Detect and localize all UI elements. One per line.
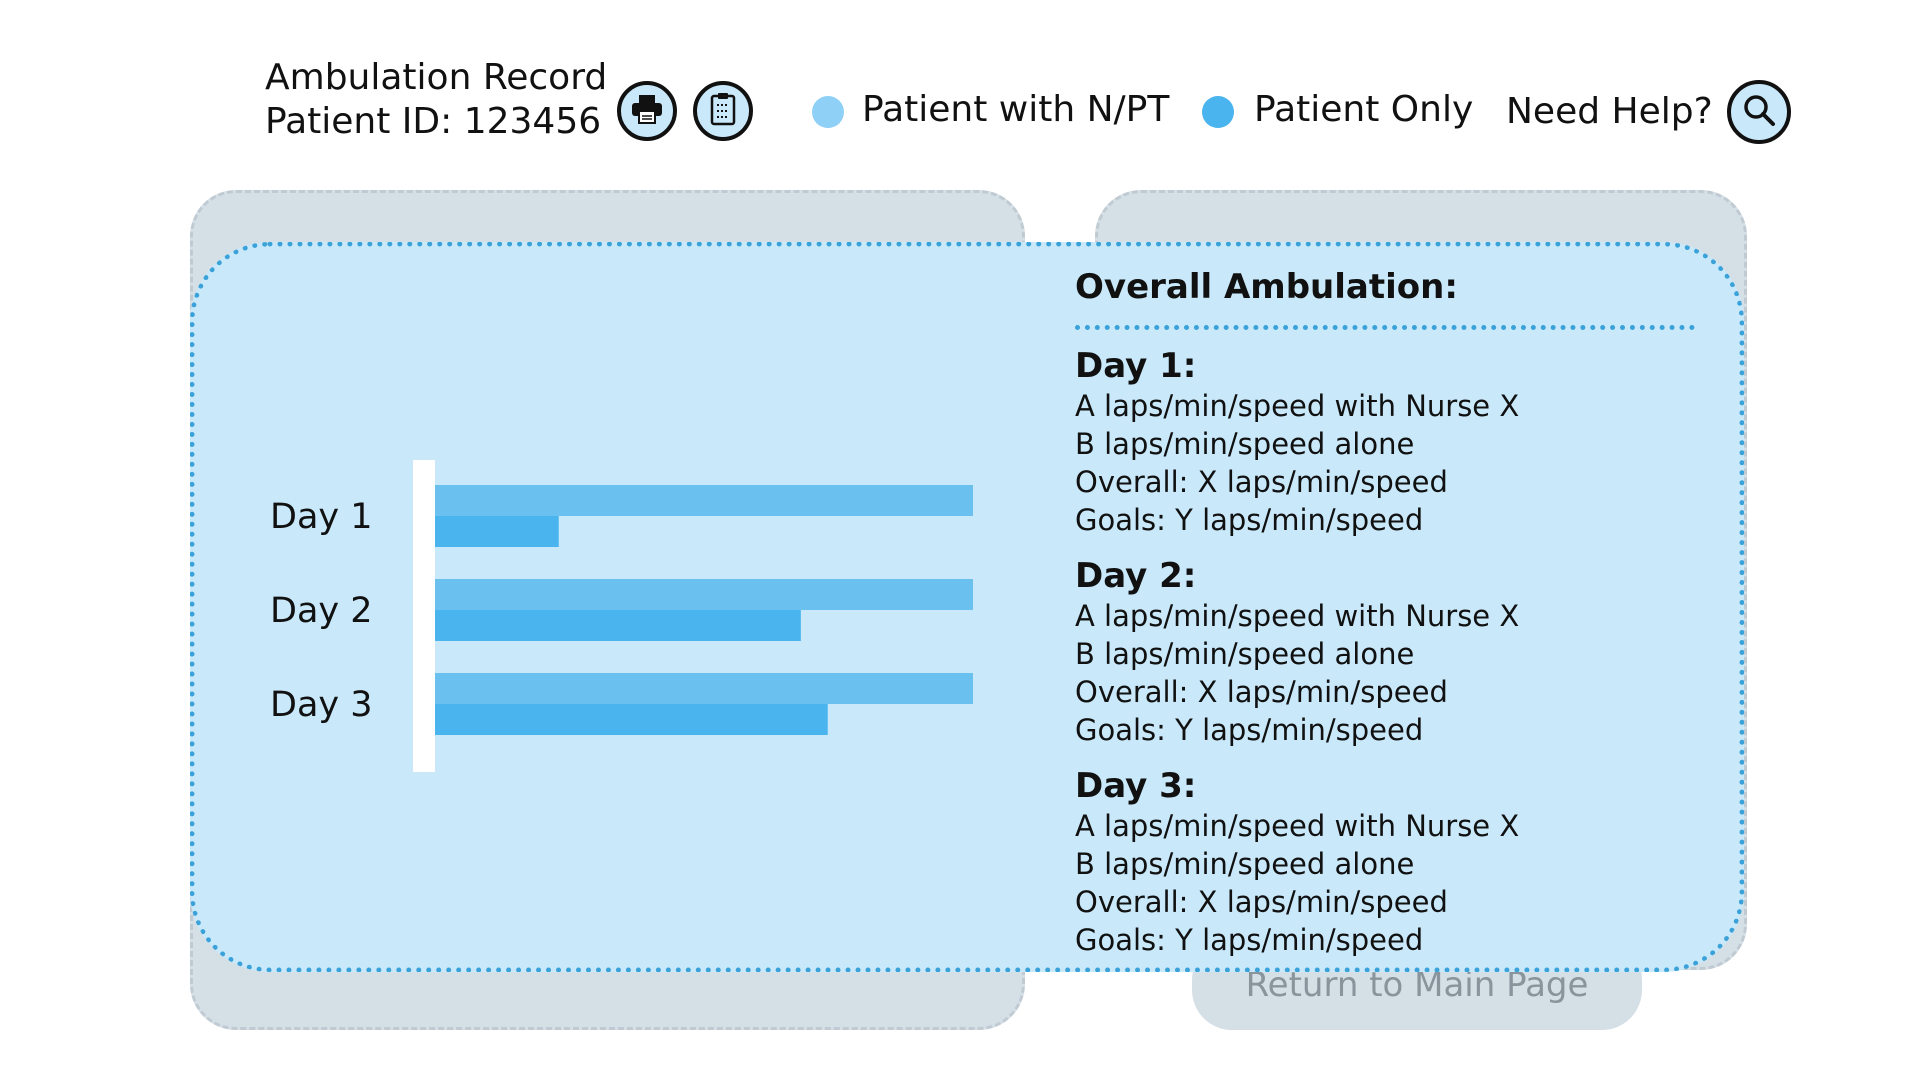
print-button[interactable] [617, 81, 677, 141]
chart-axis [413, 460, 435, 772]
summary-line: B laps/min/speed alone [1075, 427, 1415, 461]
chart-bar [435, 485, 973, 516]
summary-line: A laps/min/speed with Nurse X [1075, 389, 1520, 423]
summary-day-heading: Day 2: [1075, 556, 1197, 596]
summary-line: Overall: X laps/min/speed [1075, 885, 1448, 919]
summary-line: A laps/min/speed with Nurse X [1075, 809, 1520, 843]
page-title: Ambulation Record Patient ID: 123456 [265, 56, 607, 144]
summary-line: Goals: Y laps/min/speed [1075, 713, 1424, 747]
chart-bar [435, 704, 828, 735]
summary-day-2: Day 2: A laps/min/speed with Nurse X B l… [1075, 555, 1735, 749]
summary-day-heading: Day 3: [1075, 766, 1197, 806]
summary-title: Overall Ambulation: [1075, 267, 1458, 307]
summary-line: A laps/min/speed with Nurse X [1075, 599, 1520, 633]
help-search-button[interactable] [1727, 80, 1791, 144]
chart-category-label: Day 3 [270, 685, 373, 725]
patient-id: Patient ID: 123456 [265, 101, 602, 142]
ambulation-bar-chart: Day 1 Day 2 Day 3 [270, 460, 973, 772]
search-icon [1741, 92, 1777, 132]
legend-label-patient-only: Patient Only [1254, 89, 1474, 130]
clipboard-icon [710, 92, 736, 130]
overall-ambulation-modal: Day 1 Day 2 Day 3 Overall Ambulation: Day … [190, 242, 1744, 972]
summary-line: B laps/min/speed alone [1075, 637, 1415, 671]
chart-bar [435, 579, 973, 610]
chart-category-label: Day 1 [270, 497, 373, 537]
legend-label-patient-with-npt: Patient with N/PT [862, 89, 1170, 130]
help-label[interactable]: Need Help? [1506, 91, 1713, 132]
clipboard-button[interactable] [693, 81, 753, 141]
summary-line: Goals: Y laps/min/speed [1075, 503, 1424, 537]
printer-icon [631, 94, 663, 128]
summary-divider [1075, 325, 1695, 330]
chart-bar [435, 673, 973, 704]
chart-bar [435, 610, 801, 641]
summary-day-3: Day 3: A laps/min/speed with Nurse X B l… [1075, 765, 1735, 959]
summary-line: Overall: X laps/min/speed [1075, 465, 1448, 499]
summary-line: Goals: Y laps/min/speed [1075, 923, 1424, 957]
summary-line: Overall: X laps/min/speed [1075, 675, 1448, 709]
summary-day-1: Day 1: A laps/min/speed with Nurse X B l… [1075, 345, 1735, 539]
record-title: Ambulation Record [265, 57, 608, 98]
chart-bar [435, 516, 559, 547]
summary-line: B laps/min/speed alone [1075, 847, 1415, 881]
summary-day-heading: Day 1: [1075, 346, 1197, 386]
legend-dot-patient-with-npt [812, 96, 844, 128]
legend-dot-patient-only [1202, 96, 1234, 128]
chart-category-label: Day 2 [270, 591, 373, 631]
